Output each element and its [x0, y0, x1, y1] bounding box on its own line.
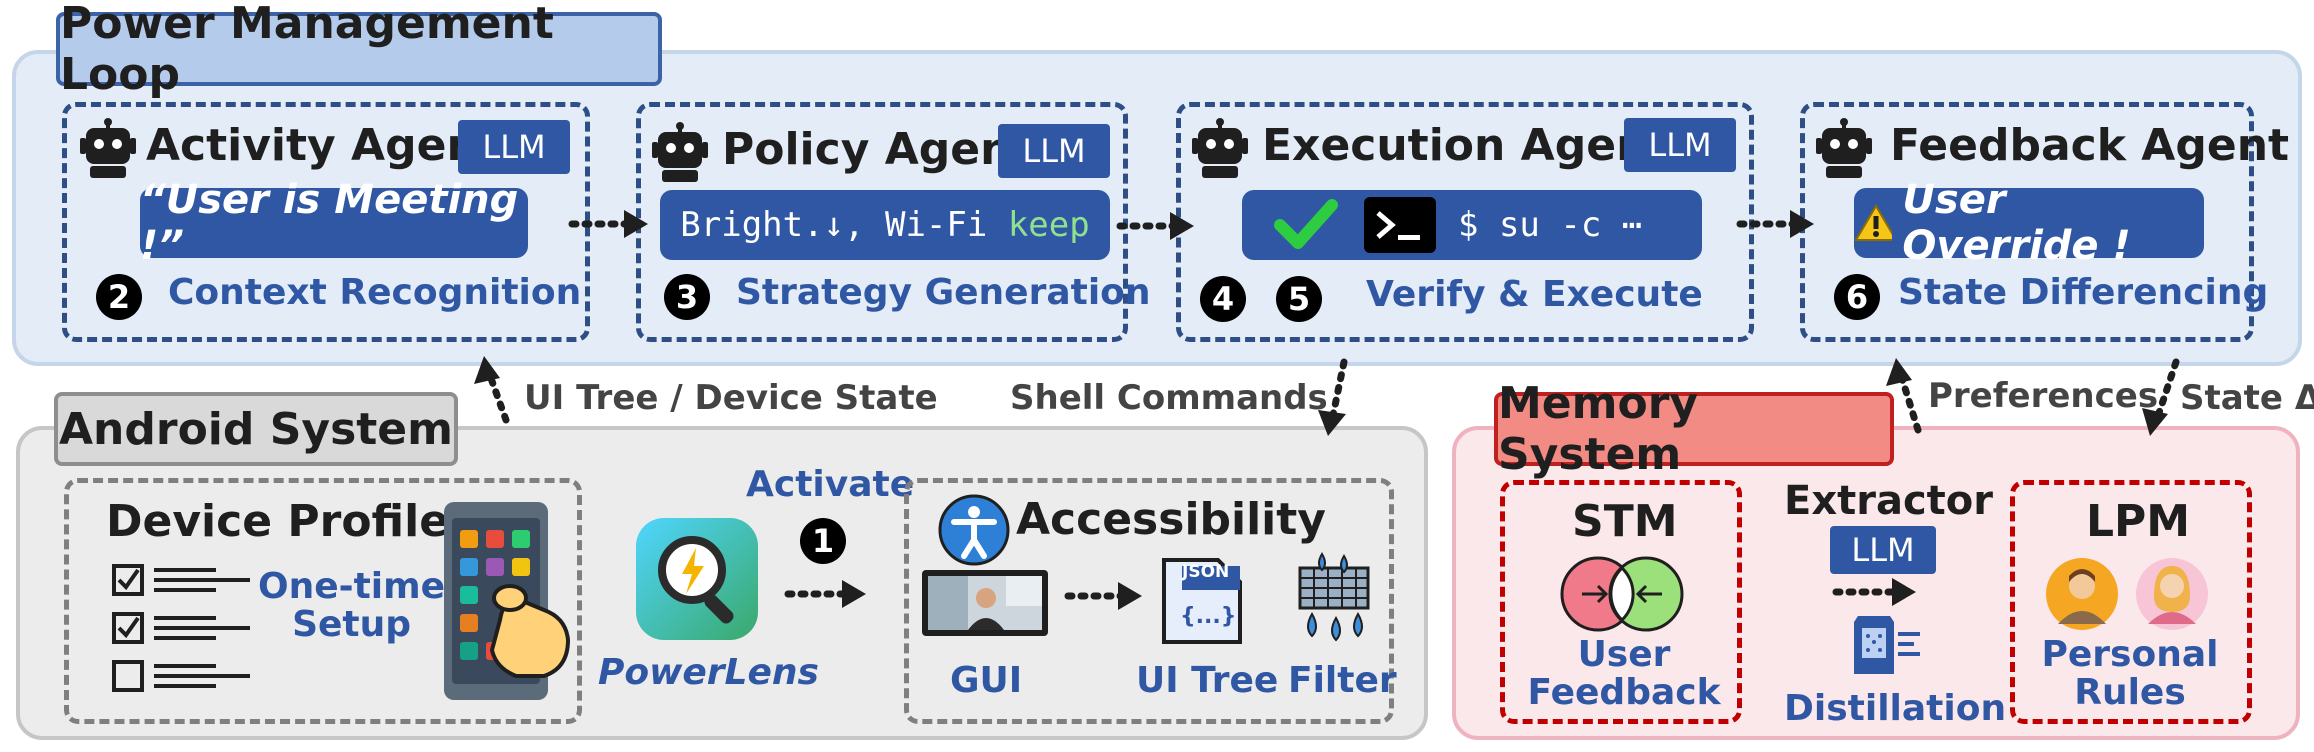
arrowhead: [1318, 410, 1346, 436]
activate-label: Activate: [746, 464, 915, 505]
arrowhead: [1886, 358, 1912, 386]
stm-box: [1500, 480, 1742, 724]
llm-badge: LLM: [1624, 118, 1736, 172]
strategy-generation-label: Strategy Generation: [736, 272, 1151, 313]
feedback-agent-title: Feedback Agent: [1890, 120, 2290, 171]
json-tag: JSON: [1182, 562, 1230, 582]
gui-label: GUI: [950, 660, 1023, 701]
android-system-title: Android System: [54, 392, 458, 466]
preferences-label: Preferences: [1928, 376, 2159, 416]
arrowhead: [1892, 578, 1916, 606]
personal-rules-users-icon: [2046, 558, 2208, 630]
arrow-execution-to-android: [1328, 358, 1348, 424]
user-feedback-label: User Feedback: [1527, 634, 1721, 713]
arrowhead: [2142, 408, 2168, 436]
device-profiler-title: Device Profiler: [106, 496, 471, 547]
accessibility-title: Accessibility: [1016, 494, 1326, 545]
distillation-icon: [1854, 616, 1920, 674]
lpm-box: [2010, 480, 2252, 724]
gui-screenshot-icon: [922, 570, 1048, 636]
shell-commands-label: Shell Commands: [1010, 378, 1328, 418]
arrowhead: [1170, 212, 1194, 240]
arrowhead: [1790, 210, 1814, 238]
json-file-icon: [1162, 558, 1242, 644]
policy-agent-title: Policy Agent: [722, 124, 1033, 175]
accessibility-icon: [938, 494, 1010, 566]
smartphone-icon: [444, 502, 571, 700]
step-badge-5: 5: [1276, 276, 1322, 322]
activity-agent-title: Activity Agent: [146, 120, 499, 171]
llm-badge: LLM: [458, 120, 570, 174]
filter-icon: [1298, 552, 1370, 642]
shell-command-text: $ su -c ⋯: [1458, 205, 1643, 245]
robot-icon: [652, 122, 708, 182]
one-time-setup-label: One-time Setup: [258, 566, 446, 645]
robot-icon: [80, 118, 136, 178]
stm-title: STM: [1572, 496, 1678, 547]
robot-icon: [1192, 118, 1248, 178]
user-override-text: User Override !: [1902, 177, 2131, 269]
robot-icon: [1816, 118, 1872, 178]
llm-badge: LLM: [998, 124, 1110, 178]
step-badge-1: 1: [800, 518, 846, 564]
ui-tree-label: UI Tree: [1136, 660, 1279, 701]
arrowhead: [1118, 582, 1142, 610]
filter-label: Filter: [1288, 660, 1397, 701]
llm-badge: LLM: [1830, 526, 1936, 574]
arrowhead: [474, 356, 500, 384]
step-badge-4: 4: [1200, 276, 1246, 322]
lpm-title: LPM: [2086, 496, 2191, 547]
device-profiler-box: [64, 478, 582, 724]
user-override-box: User Override !: [1854, 177, 2204, 269]
policy-strategy-text: Bright.↓, Wi-Fi: [680, 205, 1008, 245]
distillation-label: Distillation: [1784, 688, 2007, 729]
warning-icon: [1854, 204, 1893, 241]
checklist-icon: [112, 564, 250, 692]
policy-strategy-box: Bright.↓, Wi-Fi keep: [660, 190, 1110, 260]
step-badge-6: 6: [1834, 274, 1880, 320]
execution-command-box: $ su -c ⋯: [1242, 190, 1702, 260]
arrowhead: [624, 210, 648, 238]
state-differencing-label: State Differencing: [1898, 272, 2269, 313]
step-badge-2: 2: [96, 274, 142, 320]
extractor-title: Extractor: [1784, 478, 1994, 524]
state-delta-label: State Δ: [2180, 378, 2314, 418]
terminal-icon: [1364, 197, 1436, 253]
json-braces: {...}: [1180, 604, 1237, 629]
verify-execute-label: Verify & Execute: [1366, 274, 1703, 315]
arrowhead: [842, 580, 866, 608]
personal-rules-label: Personal Rules: [2041, 634, 2219, 713]
policy-keep-text: keep: [1007, 205, 1090, 245]
step-badge-3: 3: [664, 274, 710, 320]
powerlens-label: PowerLens: [598, 652, 819, 693]
execution-agent-title: Execution Agent: [1262, 120, 1669, 171]
ui-tree-device-state-label: UI Tree / Device State: [524, 378, 938, 418]
accessibility-box: [904, 478, 1394, 724]
user-feedback-icon: [1560, 556, 1684, 632]
powerlens-app-icon: [636, 518, 758, 640]
context-recognition-label: Context Recognition: [168, 272, 582, 313]
checkmark-icon: [1274, 199, 1338, 249]
